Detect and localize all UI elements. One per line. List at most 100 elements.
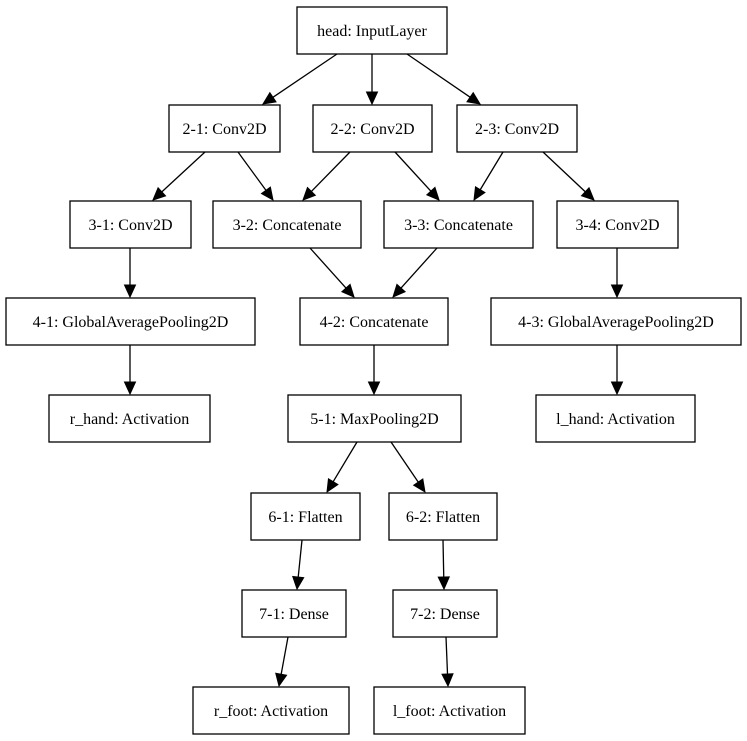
node-label: 4-1: GlobalAveragePooling2D	[33, 314, 229, 331]
arrowhead-icon	[367, 381, 381, 396]
node-box	[287, 394, 462, 443]
edge-n2_2-to-n3_2	[302, 151, 351, 201]
node-box	[388, 492, 498, 541]
node-label: 3-2: Concatenate	[233, 217, 342, 234]
node-n7_1: 7-1: Dense	[241, 589, 347, 638]
node-label: r_foot: Activation	[214, 703, 328, 720]
node-n2_2: 2-2: Conv2D	[312, 104, 433, 153]
edge-head-to-n2_3	[406, 53, 481, 105]
node-n3_4: 3-4: Conv2D	[556, 200, 679, 249]
node-r_hand: r_hand: Activation	[48, 394, 211, 443]
node-n3_3: 3-3: Concatenate	[383, 200, 534, 249]
node-label: l_hand: Activation	[556, 411, 675, 428]
arrowhead-icon	[441, 673, 454, 688]
edge-line	[390, 441, 419, 483]
edge-line	[280, 636, 289, 675]
edge-n2_2-to-n3_3	[394, 151, 440, 201]
edge-n4_2-to-n5_1	[367, 345, 381, 396]
arrowhead-icon	[610, 284, 624, 299]
node-n2_3: 2-3: Conv2D	[456, 104, 578, 153]
node-box	[5, 297, 256, 346]
node-box	[312, 104, 433, 153]
arrowhead-icon	[365, 91, 379, 106]
edge-head-to-n2_1	[262, 53, 338, 105]
node-label: l_foot: Activation	[393, 703, 506, 720]
node-label: head: InputLayer	[317, 23, 427, 40]
node-n3_2: 3-2: Concatenate	[212, 200, 362, 249]
edge-head-to-n2_2	[365, 54, 379, 106]
edge-n7_2-to-l_foot	[441, 636, 454, 688]
edge-n6_2-to-n7_2	[437, 539, 451, 591]
node-label: 7-1: Dense	[259, 606, 329, 623]
node-box	[392, 589, 498, 638]
edge-line	[309, 247, 347, 289]
node-box	[383, 200, 534, 249]
arrowhead-icon	[123, 284, 137, 299]
edge-n2_3-to-n3_3	[473, 151, 504, 202]
node-label: 6-2: Flatten	[406, 509, 480, 526]
node-label: r_hand: Activation	[70, 411, 190, 428]
edge-line	[237, 151, 267, 191]
node-n6_1: 6-1: Flatten	[250, 492, 361, 541]
edge-n3_4-to-n4_3	[610, 248, 624, 299]
edge-n5_1-to-n6_1	[326, 441, 358, 494]
node-box	[192, 686, 350, 735]
edge-line	[445, 636, 449, 675]
node-box	[299, 297, 449, 346]
node-box	[241, 589, 347, 638]
arrowhead-icon	[326, 478, 339, 494]
edge-line	[479, 151, 504, 191]
node-label: 2-2: Conv2D	[331, 121, 415, 138]
node-n5_1: 5-1: MaxPooling2D	[287, 394, 462, 443]
node-box	[212, 200, 362, 249]
edge-n3_1-to-n4_1	[123, 248, 137, 299]
arrowhead-icon	[437, 576, 451, 591]
arrowhead-icon	[392, 283, 407, 298]
node-n4_2: 4-2: Concatenate	[299, 297, 449, 346]
edge-line	[406, 53, 471, 98]
node-box	[296, 6, 448, 55]
node-label: 5-1: MaxPooling2D	[310, 411, 438, 428]
arrowhead-icon	[152, 186, 167, 201]
node-box	[250, 492, 361, 541]
arrowhead-icon	[412, 478, 426, 493]
node-l_foot: l_foot: Activation	[373, 686, 526, 735]
edge-line	[542, 151, 586, 193]
edge-n4_3-to-l_hand	[610, 345, 624, 396]
node-n4_3: 4-3: GlobalAveragePooling2D	[490, 297, 742, 346]
edges-layer	[123, 53, 624, 688]
node-label: 2-3: Conv2D	[475, 121, 559, 138]
node-box	[48, 394, 211, 443]
edge-line	[400, 247, 438, 289]
edge-line	[442, 539, 445, 578]
arrowhead-icon	[610, 381, 624, 396]
node-label: 3-1: Conv2D	[89, 217, 173, 234]
node-l_hand: l_hand: Activation	[535, 394, 696, 443]
node-label: 4-3: GlobalAveragePooling2D	[518, 314, 714, 331]
edge-line	[310, 151, 351, 192]
arrowhead-icon	[302, 186, 317, 201]
node-label: 7-2: Dense	[410, 606, 480, 623]
edge-n2_1-to-n3_2	[237, 151, 274, 201]
node-label: 3-3: Concatenate	[404, 217, 513, 234]
node-label: 2-1: Conv2D	[183, 121, 267, 138]
edge-n4_1-to-r_hand	[123, 345, 137, 396]
edge-n2_1-to-n3_1	[152, 151, 206, 201]
node-box	[535, 394, 696, 443]
node-box	[69, 200, 192, 249]
node-head: head: InputLayer	[296, 6, 448, 55]
edge-n6_1-to-n7_1	[292, 539, 305, 591]
node-n4_1: 4-1: GlobalAveragePooling2D	[5, 297, 256, 346]
arrowhead-icon	[473, 186, 486, 202]
node-box	[168, 104, 281, 153]
arrowhead-icon	[425, 186, 440, 201]
edge-n2_3-to-n3_4	[542, 151, 595, 201]
edge-n3_3-to-n4_2	[392, 247, 438, 298]
arrowhead-icon	[262, 91, 277, 105]
nodes-layer: head: InputLayer 2-1: Conv2D 2-2: Conv2D 2-…	[5, 6, 742, 735]
node-n3_1: 3-1: Conv2D	[69, 200, 192, 249]
edge-line	[332, 441, 358, 483]
node-n6_2: 6-2: Flatten	[388, 492, 498, 541]
arrowhead-icon	[275, 672, 288, 688]
node-r_foot: r_foot: Activation	[192, 686, 350, 735]
